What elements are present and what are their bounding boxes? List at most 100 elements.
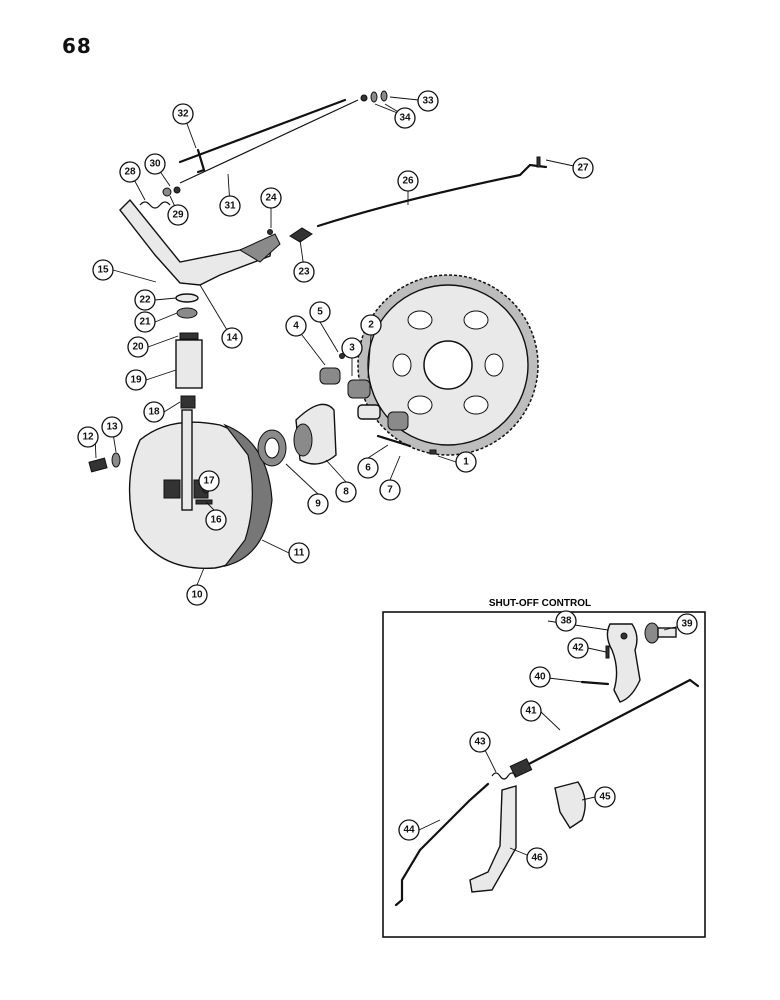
callout-3: 3	[341, 337, 363, 359]
svg-text:44: 44	[403, 825, 415, 836]
svg-text:41: 41	[525, 706, 537, 717]
thrust-sleeve	[293, 403, 337, 465]
callout-28: 28	[119, 161, 141, 183]
screw	[195, 499, 213, 505]
callout-34: 34	[394, 107, 416, 129]
callout-24: 24	[260, 187, 282, 209]
svg-text:3: 3	[349, 343, 355, 354]
callout-38: 38	[555, 610, 577, 632]
svg-text:43: 43	[474, 737, 486, 748]
svg-text:16: 16	[210, 515, 222, 526]
callout-1: 1	[455, 451, 477, 473]
governor-lever	[119, 198, 281, 286]
callout-6: 6	[357, 457, 379, 479]
svg-text:11: 11	[294, 548, 305, 559]
callout-43: 43	[469, 731, 491, 753]
callout-33: 33	[417, 90, 439, 112]
callout-20: 20	[127, 336, 149, 358]
svg-text:6: 6	[365, 463, 371, 474]
svg-text:15: 15	[97, 265, 109, 276]
callout-30: 30	[144, 153, 166, 175]
callout-46: 46	[526, 847, 548, 869]
inset-title: SHUT-OFF CONTROL	[489, 598, 591, 609]
callout-39: 39	[676, 613, 698, 635]
svg-text:26: 26	[402, 176, 414, 187]
cable-sleeve	[491, 758, 533, 780]
callout-22: 22	[134, 289, 156, 311]
svg-text:1: 1	[463, 457, 469, 468]
callout-32: 32	[172, 103, 194, 125]
svg-text:9: 9	[315, 499, 321, 510]
callout-7: 7	[379, 479, 401, 501]
governor-gear	[357, 274, 539, 456]
callout-31: 31	[219, 195, 241, 217]
pin	[267, 229, 273, 235]
shutoff-lever	[606, 623, 641, 703]
callout-41: 41	[520, 700, 542, 722]
callout-15: 15	[92, 259, 114, 281]
svg-text:23: 23	[298, 267, 310, 278]
callout-19: 19	[125, 369, 147, 391]
svg-text:30: 30	[149, 159, 161, 170]
svg-text:39: 39	[681, 619, 693, 630]
bolt-and-washer	[88, 452, 121, 473]
mounting-bracket	[469, 785, 517, 893]
control-rod	[179, 99, 359, 184]
throttle-link	[316, 163, 548, 228]
shutoff-rod	[523, 678, 692, 768]
callout-26: 26	[397, 170, 419, 192]
washer	[380, 90, 388, 102]
callout-8: 8	[335, 481, 357, 503]
svg-text:28: 28	[124, 167, 136, 178]
svg-text:19: 19	[130, 375, 142, 386]
callout-40: 40	[529, 666, 551, 688]
callout-17: 17	[198, 470, 220, 492]
cable-clamp	[554, 781, 586, 829]
svg-text:22: 22	[139, 295, 151, 306]
pin	[580, 680, 610, 686]
flyweight-assembly	[319, 353, 437, 455]
svg-text:13: 13	[106, 422, 118, 433]
svg-text:17: 17	[203, 476, 215, 487]
svg-text:34: 34	[399, 113, 411, 124]
svg-text:18: 18	[148, 407, 160, 418]
thrust-bearing	[257, 429, 287, 467]
governor-spring	[139, 186, 181, 209]
svg-text:20: 20	[132, 342, 144, 353]
shutoff-bolt	[644, 622, 677, 644]
svg-text:45: 45	[599, 792, 611, 803]
callout-2: 2	[360, 314, 382, 336]
svg-text:21: 21	[139, 317, 151, 328]
washer	[370, 91, 378, 103]
callout-11: 11	[288, 542, 310, 564]
governor-shaft-assembly	[163, 293, 209, 511]
svg-text:40: 40	[534, 672, 546, 683]
page-number: 68	[62, 34, 92, 58]
callout-42: 42	[567, 637, 589, 659]
svg-text:46: 46	[531, 853, 543, 864]
rod-hook	[196, 148, 206, 174]
callout-4: 4	[285, 315, 307, 337]
callout-27: 27	[572, 157, 594, 179]
callout-14: 14	[221, 327, 243, 349]
link-clevis	[289, 227, 313, 243]
callout-12: 12	[77, 426, 99, 448]
svg-text:7: 7	[387, 485, 393, 496]
callout-29: 29	[167, 204, 189, 226]
svg-text:8: 8	[343, 487, 349, 498]
svg-text:29: 29	[172, 210, 184, 221]
callout-13: 13	[101, 416, 123, 438]
svg-text:38: 38	[560, 616, 572, 627]
svg-text:24: 24	[265, 193, 277, 204]
svg-text:27: 27	[577, 163, 589, 174]
nut	[360, 94, 368, 102]
svg-text:14: 14	[226, 333, 238, 344]
svg-text:12: 12	[82, 432, 94, 443]
svg-text:42: 42	[572, 643, 584, 654]
callout-21: 21	[134, 311, 156, 333]
callout-44: 44	[398, 819, 420, 841]
inset-frame	[382, 611, 706, 938]
svg-text:4: 4	[293, 321, 299, 332]
svg-text:33: 33	[422, 96, 434, 107]
